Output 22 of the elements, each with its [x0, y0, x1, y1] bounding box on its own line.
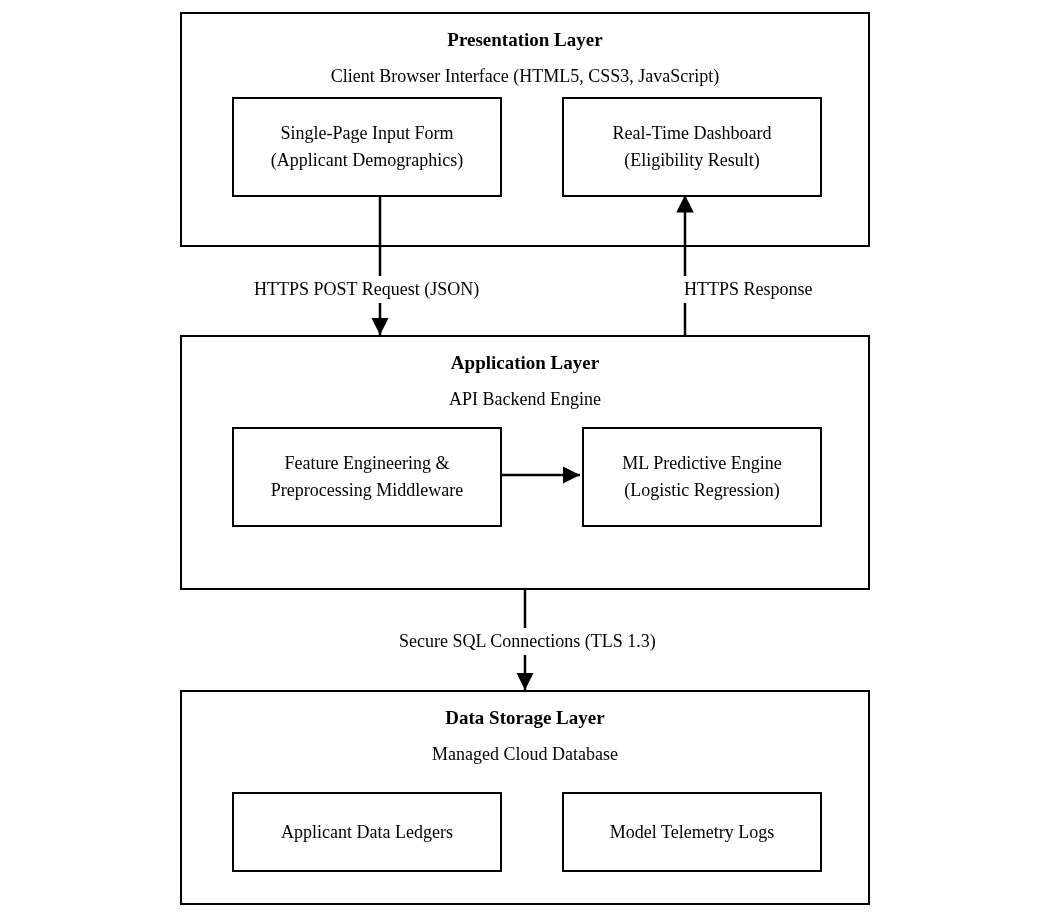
layer-subtitle: Client Browser Interface (HTML5, CSS3, JavaScript)	[330, 64, 720, 88]
component-label: Single-Page Input Form (Applicant Demographics)	[269, 122, 465, 172]
arrow	[500, 466, 580, 484]
layer-title: Application Layer	[450, 351, 600, 375]
component-label: Applicant Data Ledgers	[281, 820, 453, 844]
component-box	[562, 97, 822, 197]
layer-box	[180, 690, 870, 905]
component-label: Feature Engineering & Preprocessing Middleware	[269, 452, 465, 502]
layer-title: Data Storage Layer	[445, 706, 605, 730]
component-box	[562, 792, 822, 872]
component-label: Real-Time Dashboard (Eligibility Result)	[611, 122, 773, 172]
layer-subtitle: Managed Cloud Database	[432, 742, 618, 766]
component-box	[232, 427, 502, 527]
component-label: Model Telemetry Logs	[609, 820, 775, 844]
layer-title: Presentation Layer	[447, 28, 603, 52]
component-box	[232, 792, 502, 872]
component-box	[232, 97, 502, 197]
layer-subtitle: API Backend Engine	[449, 387, 601, 411]
layer-box	[180, 12, 870, 247]
layer-box	[180, 335, 870, 590]
component-label: ML Predictive Engine (Logistic Regression)	[621, 452, 783, 502]
component-box	[582, 427, 822, 527]
